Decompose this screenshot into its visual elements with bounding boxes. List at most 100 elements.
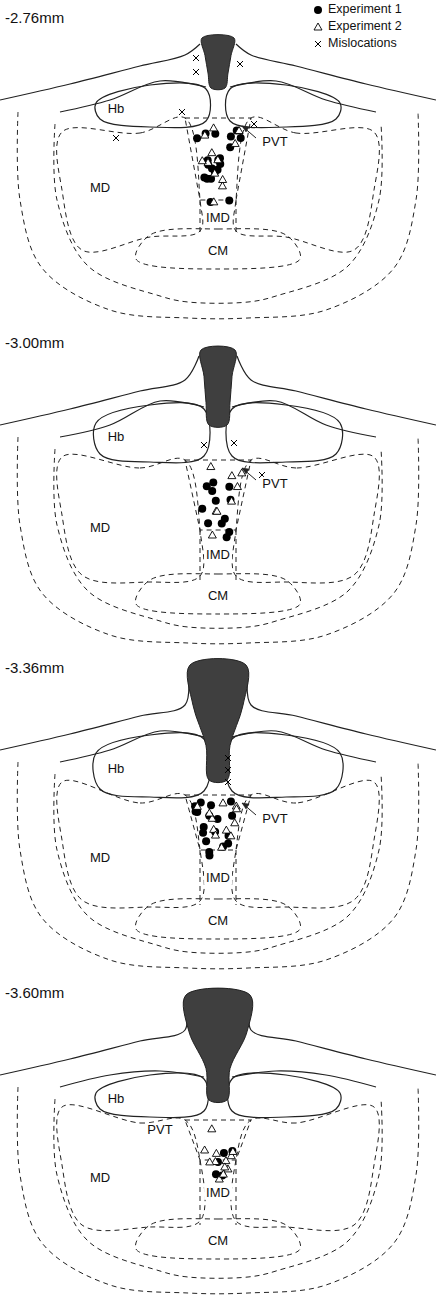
- habenula-outline: [95, 1073, 209, 1118]
- brain-surface: [0, 44, 200, 100]
- mislocation-cross: [237, 61, 243, 67]
- coronal-section: [0, 35, 436, 319]
- region-label: CM: [206, 914, 230, 928]
- legend-triangle: [314, 23, 322, 30]
- experiment2-triangle: [229, 1147, 237, 1154]
- imd-outline: [200, 200, 201, 235]
- brain-surface: [0, 671, 189, 750]
- outer-boundary: [17, 437, 418, 644]
- region-label: MD: [88, 1171, 112, 1185]
- region-label: PVT: [260, 477, 289, 491]
- thalamus-boundary: [54, 1099, 382, 1278]
- cm-outline: [135, 574, 300, 614]
- experiment2-triangle: [212, 507, 220, 514]
- pvt-outline: [185, 460, 251, 530]
- experiment2-triangle: [210, 825, 218, 832]
- experiment2-triangle: [233, 483, 241, 490]
- experiment2-triangle: [218, 843, 226, 850]
- experiment1-dot: [202, 129, 210, 137]
- mislocation-cross: [225, 779, 231, 785]
- legend-text: Mislocations: [328, 37, 397, 51]
- third-ventricle: [201, 35, 235, 90]
- experiment2-triangle: [210, 124, 218, 131]
- brain-surface: [247, 671, 436, 750]
- section-coordinate: -3.60mm: [5, 985, 64, 1002]
- experiment2-triangle: [219, 799, 227, 806]
- experiment2-triangle: [201, 131, 209, 138]
- thalamus-border: [230, 81, 376, 112]
- experiment2-triangle: [212, 1149, 220, 1156]
- region-label: MD: [88, 851, 112, 865]
- md-outline: [233, 117, 379, 252]
- experiment1-dot: [225, 483, 233, 491]
- third-ventricle: [187, 659, 249, 783]
- leader-line: [242, 803, 256, 815]
- mislocation-cross: [179, 109, 185, 115]
- region-label: IMD: [204, 1185, 232, 1199]
- mislocation-cross: [231, 440, 237, 446]
- legend-cross: [315, 41, 321, 47]
- thalamus-boundary: [54, 774, 382, 953]
- experiment2-triangle: [228, 497, 236, 504]
- region-label: PVT: [145, 1123, 174, 1137]
- imd-outline: [200, 850, 201, 905]
- habenula-outline: [95, 83, 211, 128]
- experiment1-dot: [207, 801, 215, 809]
- imd-outline: [236, 200, 237, 235]
- experiment1-dot: [227, 798, 235, 806]
- experiment2-triangle: [208, 149, 216, 156]
- region-label: PVT: [260, 135, 289, 149]
- experiment2-triangle: [206, 1158, 214, 1165]
- experiment2-triangle: [214, 156, 222, 163]
- md-outline: [231, 1105, 379, 1231]
- section-coordinate: -3.36mm: [5, 660, 64, 677]
- coronal-section: [0, 988, 436, 1294]
- pvt-outline: [185, 795, 251, 850]
- coronal-section: [0, 346, 436, 644]
- region-label: Hb: [106, 102, 127, 116]
- habenula-outline: [227, 1073, 341, 1118]
- experiment2-triangle: [231, 139, 239, 146]
- experiment2-triangle: [198, 157, 206, 164]
- experiment1-dot: [228, 1147, 236, 1155]
- thalamus-border: [60, 401, 204, 437]
- legend-dot: [314, 6, 322, 14]
- mislocation-cross: [251, 121, 257, 127]
- md-outline: [57, 117, 203, 252]
- habenula-outline: [93, 733, 211, 798]
- md-outline: [57, 454, 204, 583]
- habenula-outline: [226, 403, 343, 463]
- region-label: PVT: [260, 812, 289, 826]
- experiment1-dot: [205, 848, 213, 856]
- experiment2-triangle: [210, 198, 218, 205]
- experiment2-triangle: [231, 819, 239, 826]
- legend-samples: [314, 6, 322, 47]
- region-label: MD: [88, 181, 112, 195]
- experiment2-triangle: [233, 805, 241, 812]
- region-label: Hb: [106, 1092, 127, 1106]
- imd-outline: [200, 530, 201, 580]
- experiment2-triangle: [222, 826, 230, 833]
- habenula-outline: [93, 403, 210, 463]
- legend-text: Experiment 2: [328, 20, 402, 34]
- third-ventricle: [183, 988, 253, 1102]
- leader-arrowhead: [242, 126, 249, 132]
- cm-outline: [135, 1219, 300, 1259]
- brain-surface: [249, 1001, 436, 1075]
- experiment2-triangle: [235, 126, 243, 133]
- experiment2-triangle: [208, 1125, 216, 1132]
- experiment1-dot: [225, 197, 233, 205]
- experiment2-triangle: [219, 175, 227, 182]
- experiment1-dot: [208, 487, 216, 495]
- thalamus-boundary: [54, 124, 382, 303]
- experiment1-dot: [209, 479, 217, 487]
- brain-surface: [237, 356, 436, 425]
- experiment1-dot: [193, 134, 201, 142]
- experiment2-triangle: [219, 1170, 227, 1177]
- thalamus-boundary: [54, 449, 382, 628]
- md-outline: [232, 454, 379, 583]
- mislocation-cross: [113, 135, 119, 141]
- region-label: CM: [206, 244, 230, 258]
- thalamus-border: [60, 81, 206, 112]
- pvt-outline: [185, 1120, 251, 1160]
